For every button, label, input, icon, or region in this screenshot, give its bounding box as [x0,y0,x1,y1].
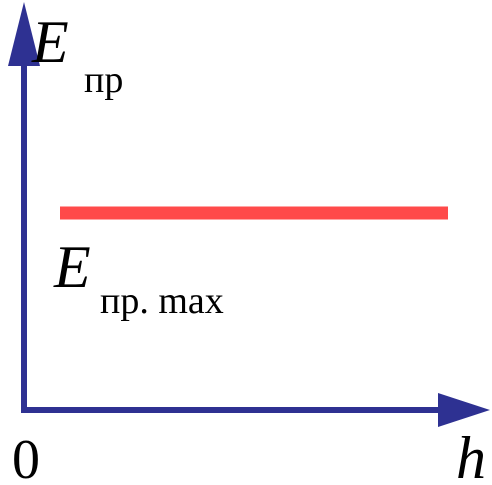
x-axis-arrowhead [438,393,490,427]
y-axis-symbol: E [31,9,69,75]
origin-label: 0 [12,429,40,485]
y-axis-subscript: пр [84,59,123,101]
x-axis-label: h [456,425,486,485]
series-label-subscript: пр. max [100,280,224,322]
series-label-symbol: E [53,234,91,300]
y-axis-arrowhead [8,2,40,66]
